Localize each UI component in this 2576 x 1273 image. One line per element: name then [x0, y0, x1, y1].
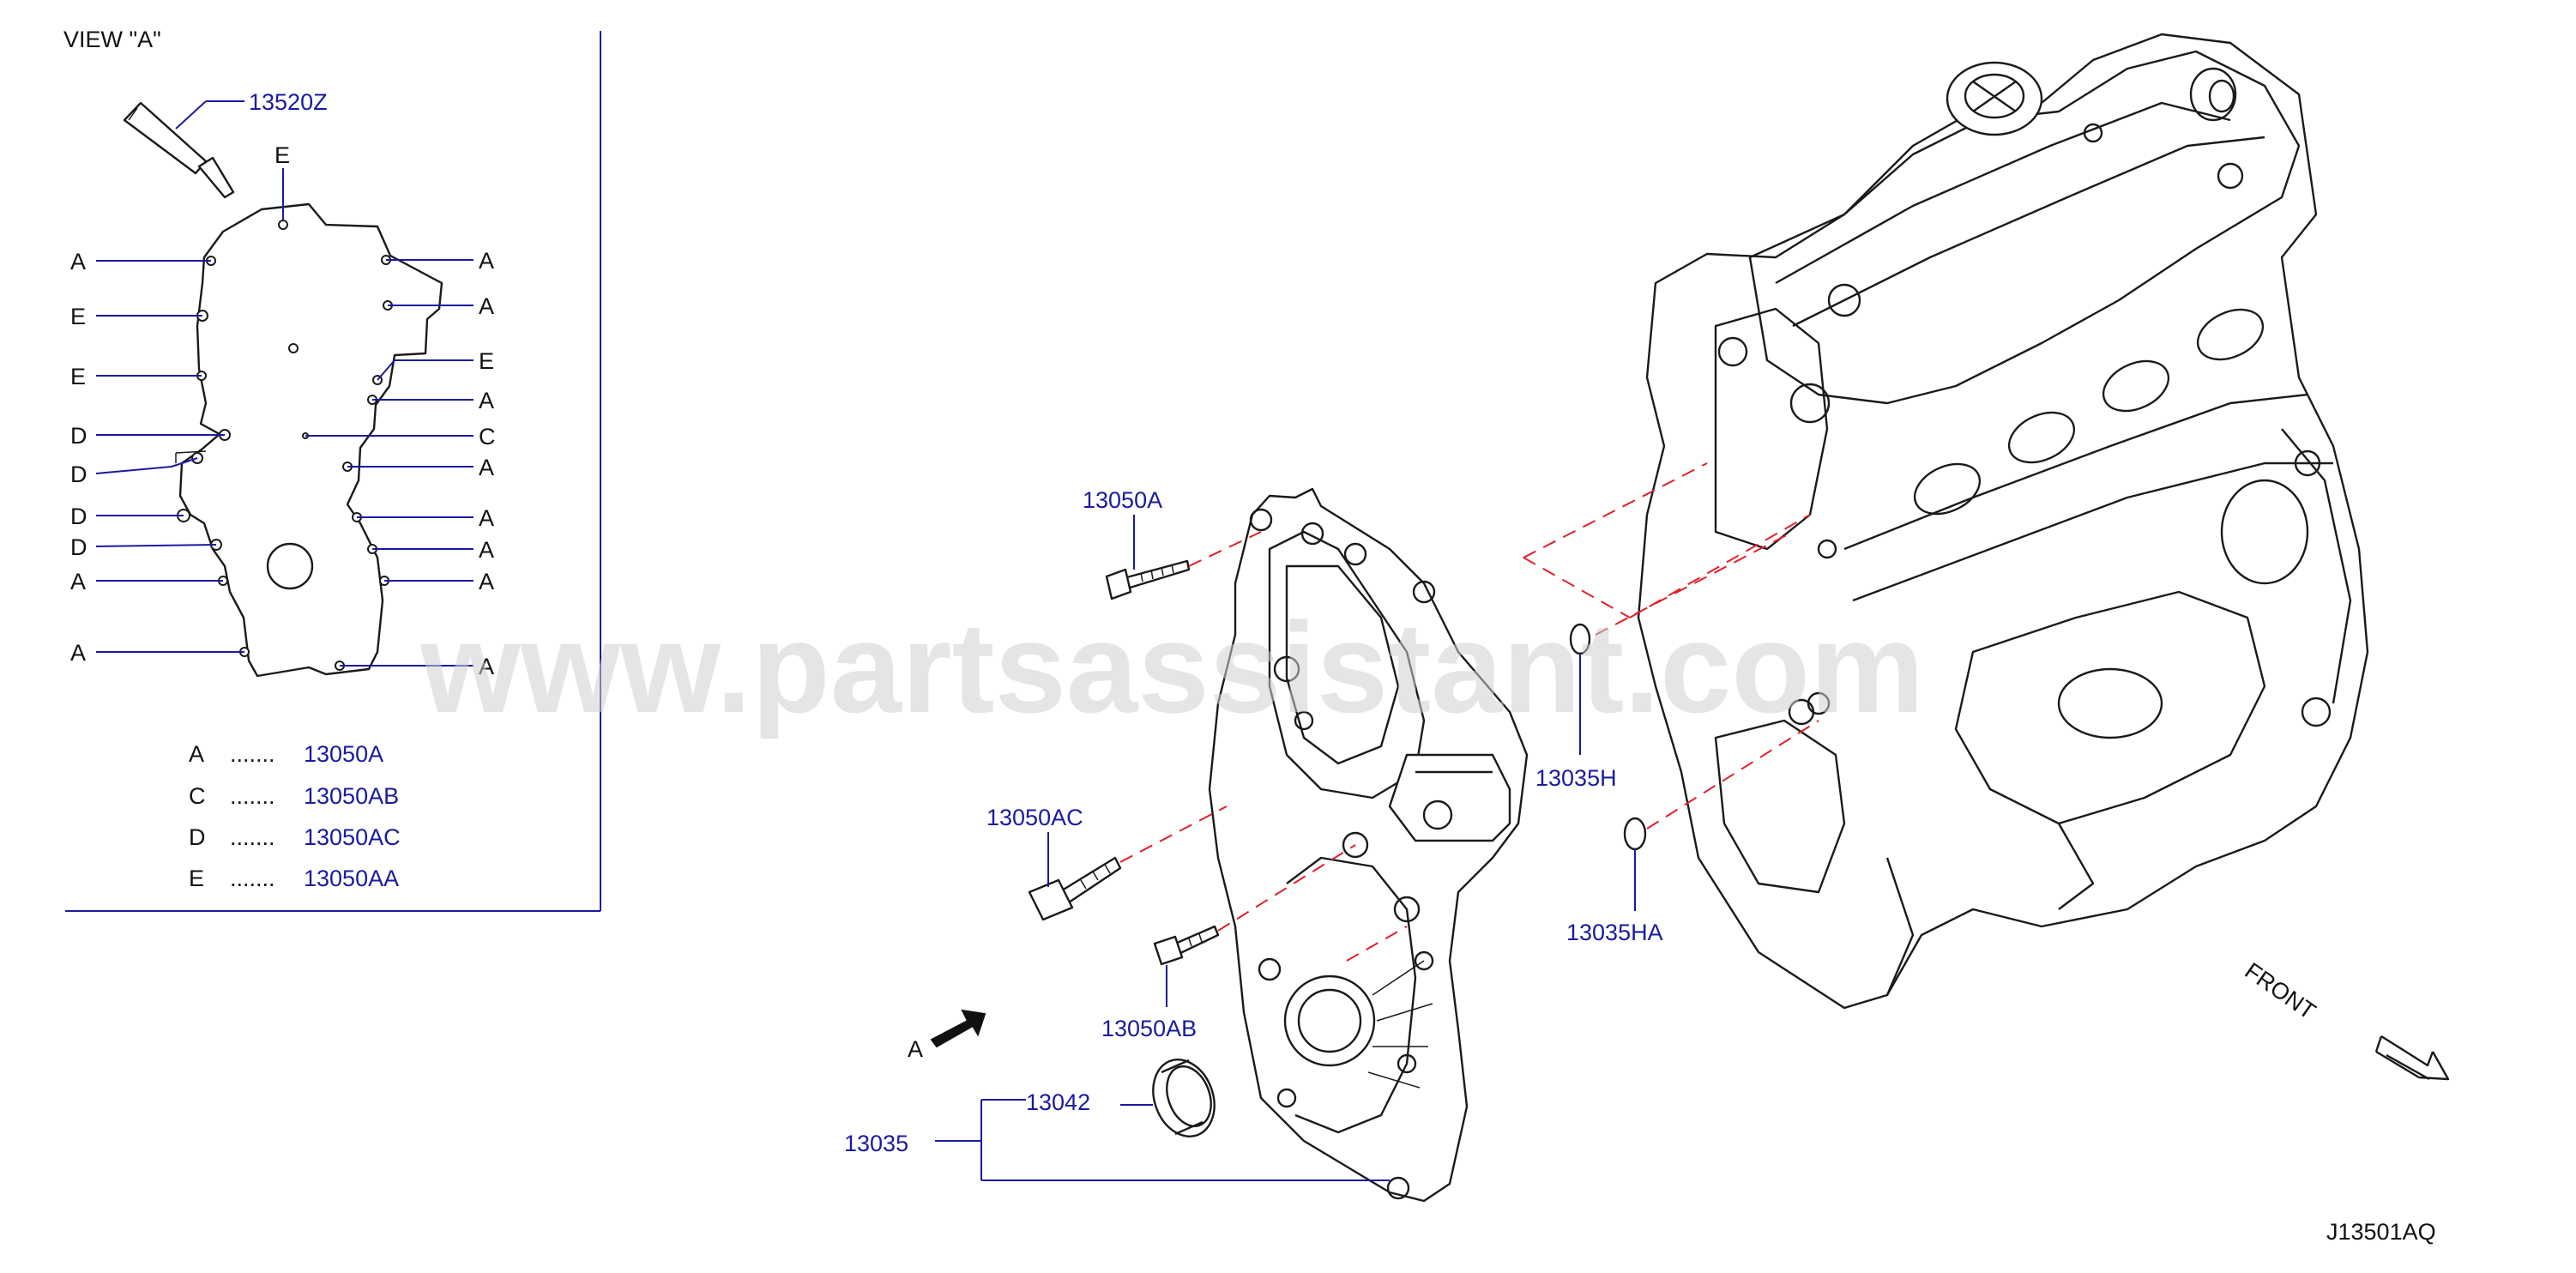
sealant-part-number: 13520Z	[249, 89, 328, 115]
bolt-legend: A ....... 13050A C ....... 13050AB D ...…	[189, 741, 401, 891]
crank-seal	[1152, 1059, 1216, 1137]
legend-part: 13050AC	[304, 824, 401, 850]
callout-right-6: A	[479, 505, 494, 531]
view-a-arrow-label: A	[908, 1036, 923, 1062]
callout-center: C	[479, 424, 496, 449]
callout-right-3: E	[479, 348, 494, 374]
cover-bolt-bosses	[1249, 508, 1453, 1200]
legend-part: 13050A	[304, 741, 383, 767]
callout-left-1: A	[70, 249, 86, 275]
legend-key: C	[189, 783, 206, 809]
legend-dots: .......	[230, 824, 275, 850]
view-a-bolt-holes	[177, 220, 393, 671]
callout-right-5: A	[479, 455, 494, 480]
front-cover	[1208, 487, 1529, 1203]
bolt-13050ab-icon	[1153, 925, 1220, 966]
legend-key: D	[189, 824, 206, 850]
callout-left-2: E	[70, 304, 86, 329]
view-a-cover-outline	[178, 202, 443, 678]
diagram-code: J13501AQ	[2326, 1219, 2436, 1245]
part-leaders	[935, 515, 1636, 1181]
view-a-leaders	[95, 168, 474, 667]
callout-top: E	[274, 142, 290, 168]
callout-left-9: A	[70, 640, 86, 666]
view-title: VIEW "A"	[63, 27, 161, 52]
callout-right-9: A	[479, 654, 494, 679]
legend-key: A	[189, 741, 204, 767]
watermark: www.partsassistant.com	[419, 595, 1924, 739]
engine-block	[1637, 33, 2369, 1010]
sealant-leader	[175, 100, 207, 130]
callout-left-7: D	[70, 534, 87, 560]
part-13050ac: 13050AC	[986, 805, 1083, 830]
crank-hole	[266, 542, 314, 590]
callout-left-5: D	[70, 462, 87, 487]
view-a-panel: VIEW "A" 13520Z	[63, 27, 601, 912]
sealant-tube-icon	[123, 101, 235, 199]
view-a-arrow-icon	[930, 1009, 986, 1048]
part-13050a: 13050A	[1083, 487, 1162, 513]
legend-part: 13050AB	[304, 783, 399, 809]
callout-left-8: A	[70, 569, 86, 594]
part-13035ha: 13035HA	[1566, 920, 1663, 945]
callout-right-4: A	[479, 388, 494, 413]
cover-ribs	[1367, 960, 1433, 1089]
callout-right-7: A	[479, 537, 494, 563]
legend-part: 13050AA	[304, 866, 399, 891]
part-13035: 13035	[844, 1131, 908, 1156]
legend-dots: .......	[230, 741, 275, 767]
bolt-13050a-icon	[1105, 559, 1191, 600]
part-13035h: 13035H	[1535, 765, 1617, 791]
callout-right-8: A	[479, 569, 494, 594]
legend-dots: .......	[230, 783, 275, 809]
callout-left-3: E	[70, 364, 86, 389]
crank-bore	[1283, 974, 1376, 1067]
legend-dots: .......	[230, 866, 275, 891]
bolt-13050ac-icon	[1028, 856, 1122, 921]
callout-right-1: A	[479, 248, 494, 274]
callout-left-4: D	[70, 423, 87, 449]
assembly-lines	[1119, 462, 1819, 962]
front-arrow-icon	[2374, 1035, 2450, 1081]
callout-left-6: D	[70, 504, 87, 529]
front-label: FRONT	[2241, 957, 2320, 1024]
part-13050ab: 13050AB	[1101, 1016, 1197, 1041]
legend-key: E	[189, 866, 204, 891]
intake-ports	[1913, 308, 2265, 516]
oring-13035ha-icon	[1623, 817, 1647, 851]
part-13042: 13042	[1026, 1089, 1090, 1115]
callout-right-2: A	[479, 293, 494, 319]
